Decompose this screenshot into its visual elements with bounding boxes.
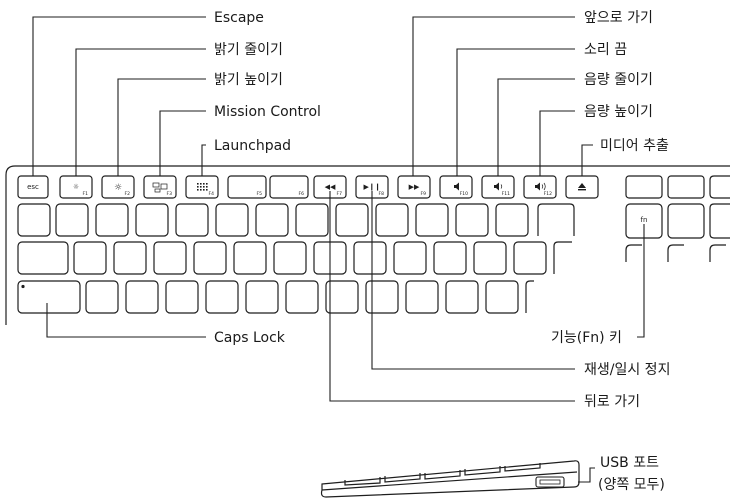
svg-text:F10: F10 (460, 191, 468, 197)
keyboard-outline (5, 165, 730, 325)
svg-text:F3: F3 (167, 191, 173, 197)
label-play-pause: 재생/일시 정지 (584, 362, 670, 378)
key-f6: F6 (269, 175, 309, 199)
svg-text:F8: F8 (379, 191, 385, 197)
key-row-3 (17, 280, 534, 314)
label-eject: 미디어 추출 (600, 138, 669, 154)
key-eject (565, 175, 599, 199)
play-pause-icon: ▶❙❙ (363, 183, 380, 191)
key-f1: ☼ F1 (59, 175, 93, 199)
label-fast-forward: 앞으로 가기 (584, 10, 653, 26)
callout-labels: Escape 밝기 줄이기 밝기 높이기 Mission Control Lau… (214, 10, 670, 493)
key-escape: esc (17, 175, 49, 199)
caps-lock-indicator (21, 284, 25, 289)
mission-control-icon (152, 182, 168, 193)
launchpad-grid-icon (197, 183, 208, 191)
svg-text:F2: F2 (125, 191, 131, 197)
svg-text:F4: F4 (209, 191, 215, 197)
eject-icon (578, 183, 586, 191)
svg-text:F6: F6 (299, 191, 305, 197)
label-fn-key: 기능(Fn) 키 (551, 330, 622, 346)
speaker-low-icon (494, 182, 503, 191)
key-f9: ▶▶ F9 (397, 175, 431, 199)
label-volume-up: 음량 높이기 (584, 104, 653, 120)
key-f12: F12 (523, 175, 557, 199)
leader-lines (32, 16, 645, 483)
keyboard-side-view (320, 460, 580, 498)
label-caps-lock: Caps Lock (214, 330, 286, 346)
key-f4: F4 (185, 175, 219, 199)
sun-small-icon: ☼ (73, 183, 79, 191)
speaker-mute-icon (454, 182, 459, 191)
speaker-high-icon (535, 182, 546, 191)
label-launchpad: Launchpad (214, 138, 291, 154)
rewind-icon: ◀◀ (325, 183, 336, 191)
label-usb-port-line1: USB 포트 (600, 455, 659, 471)
svg-text:F12: F12 (544, 191, 552, 197)
label-rewind: 뒤로 가기 (584, 394, 640, 410)
label-brightness-down: 밝기 줄이기 (214, 42, 283, 58)
svg-text:F1: F1 (83, 191, 89, 197)
label-mission-control: Mission Control (214, 104, 321, 120)
svg-text:F5: F5 (257, 191, 263, 197)
sun-large-icon: ☼ (114, 183, 122, 193)
label-escape: Escape (214, 10, 264, 26)
key-f7: ◀◀ F7 (313, 175, 347, 199)
fast-forward-icon: ▶▶ (409, 183, 420, 191)
key-f3: F3 (143, 175, 177, 199)
key-f2: ☼ F2 (101, 175, 135, 199)
key-f11: F11 (481, 175, 515, 199)
key-caps-lock (17, 280, 81, 314)
svg-text:esc: esc (27, 183, 39, 191)
label-mute: 소리 끔 (584, 42, 627, 58)
navigation-cluster: fn (625, 175, 730, 262)
svg-text:fn: fn (641, 216, 648, 224)
label-brightness-up: 밝기 높이기 (214, 72, 283, 88)
svg-text:F7: F7 (337, 191, 343, 197)
key-row-2 (17, 241, 572, 275)
key-row-1 (17, 203, 575, 237)
label-volume-down: 음량 줄이기 (584, 72, 653, 88)
svg-text:F9: F9 (421, 191, 427, 197)
function-row: esc ☼ F1 ☼ F2 F3 (17, 175, 599, 199)
label-usb-port-line2: (양쪽 모두) (598, 477, 665, 493)
usb-port-icon (535, 476, 565, 488)
key-f10: F10 (439, 175, 473, 199)
svg-text:F11: F11 (502, 191, 510, 197)
key-f5: F5 (227, 175, 267, 199)
